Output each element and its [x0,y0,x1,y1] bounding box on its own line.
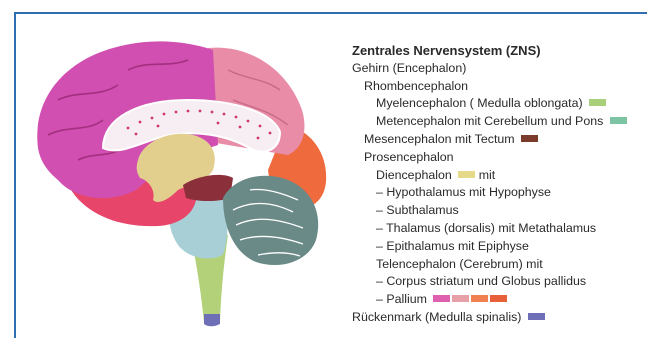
legend-row-prosencephalon: Prosencephalon [352,149,644,167]
frame-top-border [14,12,647,14]
legend-label: Telencephalon (Cerebrum) mit [376,257,543,271]
legend-label: Rhombencephalon [364,79,468,93]
legend-label: Rückenmark (Medulla spinalis) [352,310,521,324]
legend-label: – Pallium [376,292,427,306]
swatch-rueckenmark [528,313,545,320]
swatch-diencephalon [458,171,475,178]
swatch-pallium-4 [490,295,507,302]
legend-row-hypothalamus: – Hypothalamus mit Hypophyse [352,184,644,202]
legend-row-gehirn: Gehirn (Encephalon) [352,60,644,78]
legend-label: Myelencephalon ( Medulla oblongata) [376,96,583,110]
legend-row-mesencephalon: Mesencephalon mit Tectum [352,131,644,149]
legend-row-metencephalon: Metencephalon mit Cerebellum und Pons [352,113,644,131]
legend-title: Zentrales Nervensystem (ZNS) [352,42,644,60]
legend-label: Gehirn (Encephalon) [352,61,466,75]
spinal-cord-end [204,314,220,326]
legend-label: – Epithalamus mit Epiphyse [376,239,529,253]
legend-label: Prosencephalon [364,150,454,164]
legend-row-pallium: – Pallium [352,291,644,309]
swatch-pallium-2 [452,295,469,302]
legend-label: Metencephalon mit Cerebellum und Pons [376,114,603,128]
swatch-pallium-3 [471,295,488,302]
legend-row-thalamus: – Thalamus (dorsalis) mit Metathalamus [352,220,644,238]
brain-sagittal-illustration [18,30,338,330]
legend: Zentrales Nervensystem (ZNS) Gehirn (Enc… [352,42,644,327]
legend-row-rueckenmark: Rückenmark (Medulla spinalis) [352,309,644,327]
legend-row-telencephalon: Telencephalon (Cerebrum) mit [352,256,644,274]
legend-row-epithalamus: – Epithalamus mit Epiphyse [352,238,644,256]
swatch-metencephalon [610,117,627,124]
swatch-pallium-1 [433,295,450,302]
legend-label: Mesencephalon mit Tectum [364,132,515,146]
legend-label: Diencephalon [376,168,452,182]
legend-row-corpus-striatum: – Corpus striatum und Globus pallidus [352,273,644,291]
legend-label-suffix: mit [479,168,496,182]
legend-row-rhombencephalon: Rhombencephalon [352,78,644,96]
legend-row-myelencephalon: Myelencephalon ( Medulla oblongata) [352,95,644,113]
swatch-myelencephalon [589,99,606,106]
legend-row-subthalamus: – Subthalamus [352,202,644,220]
swatch-mesencephalon [521,135,538,142]
legend-label: – Subthalamus [376,203,459,217]
legend-label: – Hypothalamus mit Hypophyse [376,185,551,199]
frame-left-border [14,12,16,338]
legend-row-diencephalon: Diencephalon mit [352,167,644,185]
legend-label: – Thalamus (dorsalis) mit Metathalamus [376,221,596,235]
legend-label: – Corpus striatum und Globus pallidus [376,274,586,288]
